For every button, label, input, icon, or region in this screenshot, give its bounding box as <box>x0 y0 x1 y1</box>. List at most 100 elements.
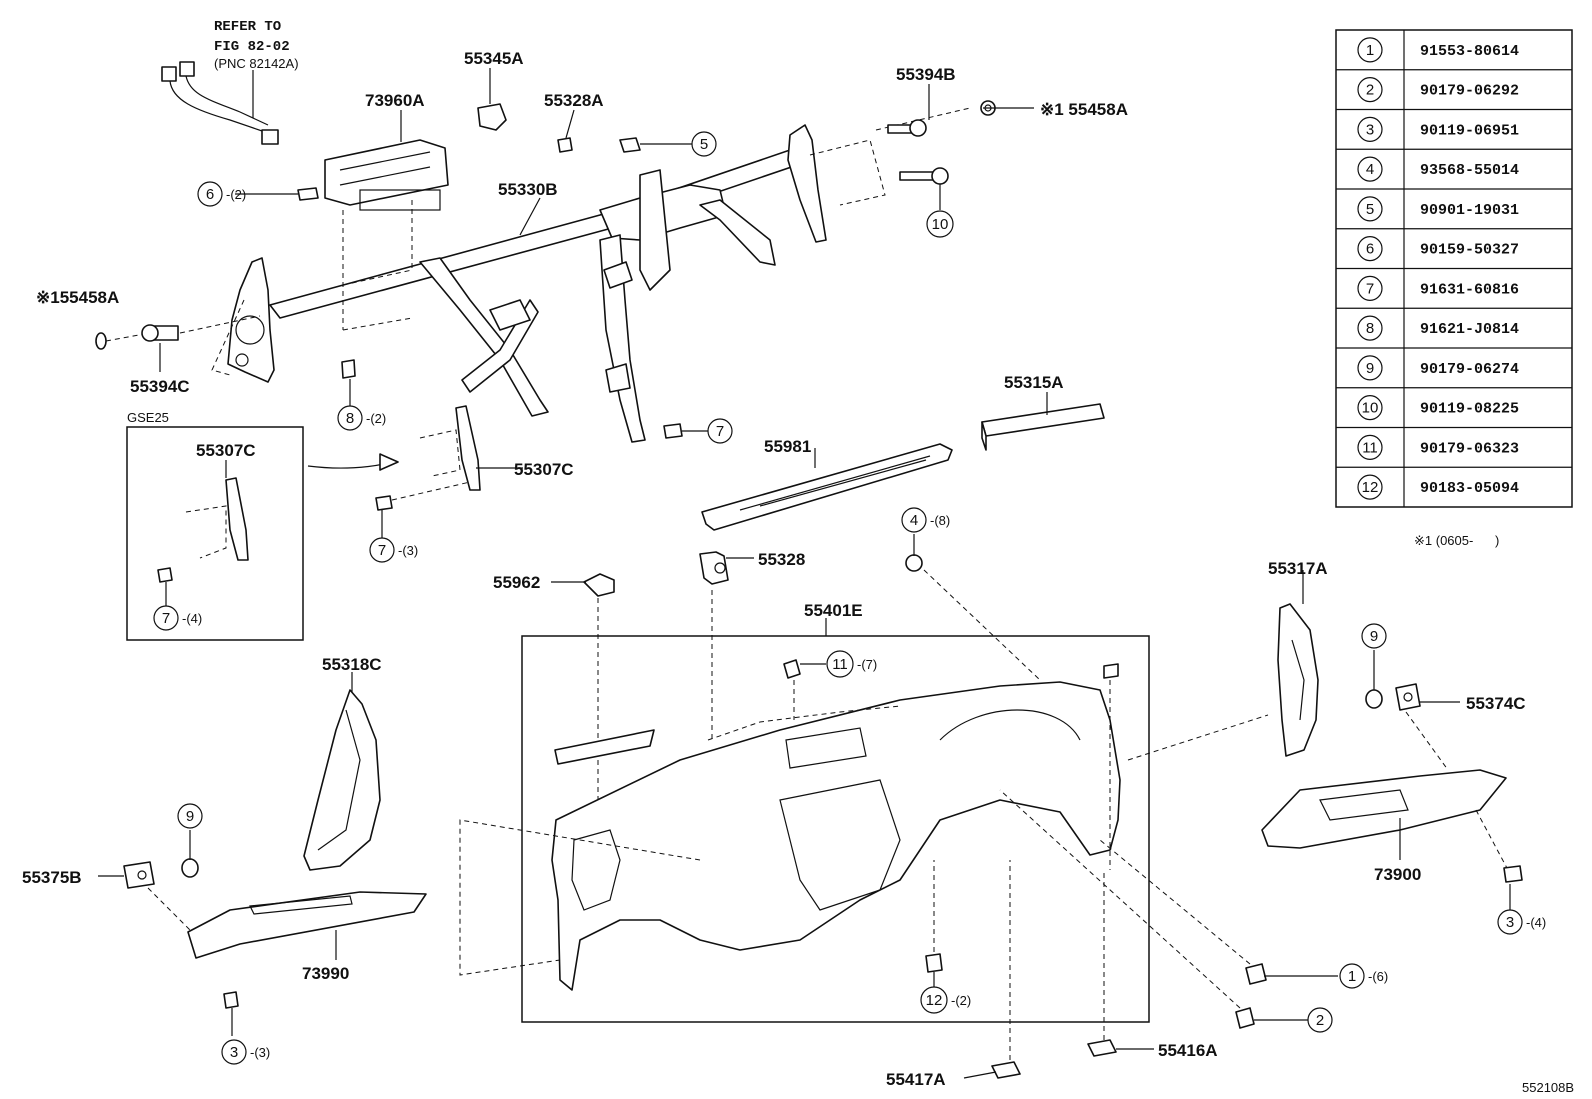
cross-beam-drawing <box>211 107 971 443</box>
label-55417a: 55417A <box>886 1070 946 1089</box>
refer-line-3: (PNC 82142A) <box>214 56 299 71</box>
callout-12-qty: -(2) <box>951 993 971 1008</box>
label-55328: 55328 <box>758 550 805 569</box>
table-row-4-code: 93568-55014 <box>1420 162 1519 179</box>
label-55315a: 55315A <box>1004 373 1064 392</box>
table-row-1-circle <box>1357 37 1383 63</box>
callout-3b-num: 3 <box>230 1044 238 1061</box>
callout-6-qty: -(2) <box>226 187 246 202</box>
callout-1: 1-(6) <box>1339 963 1388 989</box>
callout-4-qty: -(8) <box>930 513 950 528</box>
callout-7a-num: 7 <box>716 423 724 440</box>
callout-12-num: 12 <box>926 992 943 1009</box>
bracket-55345a-drawing <box>477 103 507 131</box>
callout-6-num: 6 <box>206 186 214 203</box>
callout-7c-num: 7 <box>162 610 170 627</box>
label-55416a: 55416A <box>1158 1041 1218 1060</box>
callout-8-qty: -(2) <box>366 411 386 426</box>
label-55307c-inset: 55307C <box>196 441 256 460</box>
callout-2-num: 2 <box>1316 1012 1324 1029</box>
table-row-6-circle <box>1357 236 1383 262</box>
table-row-5-num: 5 <box>1366 201 1374 218</box>
callout-7b-num: 7 <box>378 542 386 559</box>
table-row-7-code: 91631-60816 <box>1420 281 1519 298</box>
table-row-1-code: 91553-80614 <box>1420 43 1519 60</box>
callout-7c: 7 -(4) <box>153 605 202 631</box>
callout-11-num: 11 <box>832 656 848 673</box>
dashboard-55401e <box>459 635 1269 1023</box>
label-55375b: 55375B <box>22 868 82 887</box>
table-row-7-circle <box>1357 275 1383 301</box>
leader-lines <box>98 68 1460 1079</box>
table-row-2-num: 2 <box>1366 82 1374 99</box>
callout-3a: 3-(4) <box>1497 909 1546 935</box>
label-55394c: 55394C <box>130 377 190 396</box>
bolt-55394b-drawing <box>887 100 996 210</box>
bracket-55328-drawing <box>699 551 729 740</box>
label-55401e: 55401E <box>804 601 863 620</box>
table-row-12-circle <box>1357 474 1383 500</box>
callout-7a: 7 <box>707 418 733 444</box>
panel-55981-drawing <box>701 443 953 531</box>
table-row-7-num: 7 <box>1366 280 1374 297</box>
label-55307c: 55307C <box>514 460 574 479</box>
label-73960a: 73960A <box>365 91 425 110</box>
airbag-drawing <box>324 139 449 331</box>
label-55394b: 55394B <box>896 65 956 84</box>
callout-9b-num: 9 <box>186 808 194 825</box>
callout-6: 6 -(2) <box>197 181 246 207</box>
callout-4-num: 4 <box>910 512 918 529</box>
label-55317a: 55317A <box>1268 559 1328 578</box>
refer-line-2: FIG 82-02 <box>214 39 290 55</box>
label-55345a: 55345A <box>464 49 524 68</box>
label-55318c: 55318C <box>322 655 382 674</box>
table-row-4-num: 4 <box>1366 161 1374 178</box>
callout-10: 10 <box>926 210 954 238</box>
label-55981: 55981 <box>764 437 811 456</box>
callout-12: 12 -(2) <box>920 986 971 1014</box>
callout-9b: 9 <box>177 803 203 829</box>
callout-8: 8 -(2) <box>337 405 386 431</box>
clip-11-drawing <box>783 659 801 720</box>
lower-panel-73990-drawing <box>187 891 427 1036</box>
table-row-8-num: 8 <box>1366 320 1374 337</box>
table-row-1-num: 1 <box>1366 42 1374 59</box>
table-row-5-code: 90901-19031 <box>1420 202 1519 219</box>
fasteners-drawing <box>297 137 683 439</box>
callout-7b-qty: -(3) <box>398 543 418 558</box>
callout-8-num: 8 <box>346 410 354 427</box>
callout-7c-qty: -(4) <box>182 611 202 626</box>
clip-55328a-drawing <box>557 137 573 153</box>
label-55374c: 55374C <box>1466 694 1526 713</box>
callout-7b: 7 -(3) <box>369 537 418 563</box>
table-row-5-circle <box>1357 196 1383 222</box>
table-row-11-circle <box>1357 434 1383 460</box>
inset-label: GSE25 <box>127 410 169 425</box>
callout-2: 2 <box>1307 1007 1333 1033</box>
callout-10-num: 10 <box>932 216 949 233</box>
glovebox-73900-drawing <box>1261 769 1523 912</box>
table-row-3-circle <box>1357 116 1383 142</box>
table-row-10-circle <box>1357 395 1383 421</box>
bracket-55374c-drawing <box>1365 683 1449 771</box>
bolt-4-drawing <box>905 554 1041 681</box>
callout-5-num: 5 <box>700 136 708 153</box>
figure-id: 552108B <box>1522 1080 1574 1095</box>
inset-gse25: GSE25 <box>126 410 399 641</box>
label-55330b: 55330B <box>498 180 558 199</box>
table-row-9-circle <box>1357 355 1383 381</box>
table-row-8-circle <box>1357 315 1383 341</box>
label-55458a-top: ※1 55458A <box>1040 100 1128 119</box>
refer-line-1: REFER TO <box>214 19 281 35</box>
label-73990: 73990 <box>302 964 349 983</box>
bolt-55394c-drawing <box>95 315 261 372</box>
table-row-10-num: 10 <box>1362 400 1379 417</box>
table-row-8-code: 91621-J0814 <box>1420 321 1519 338</box>
panel-55317a-drawing <box>1277 603 1319 757</box>
callout-3b: 3-(3) <box>221 1039 270 1065</box>
table-row-9-num: 9 <box>1366 360 1374 377</box>
table-row-6-code: 90159-50327 <box>1420 242 1519 259</box>
callout-9a-num: 9 <box>1370 628 1378 645</box>
